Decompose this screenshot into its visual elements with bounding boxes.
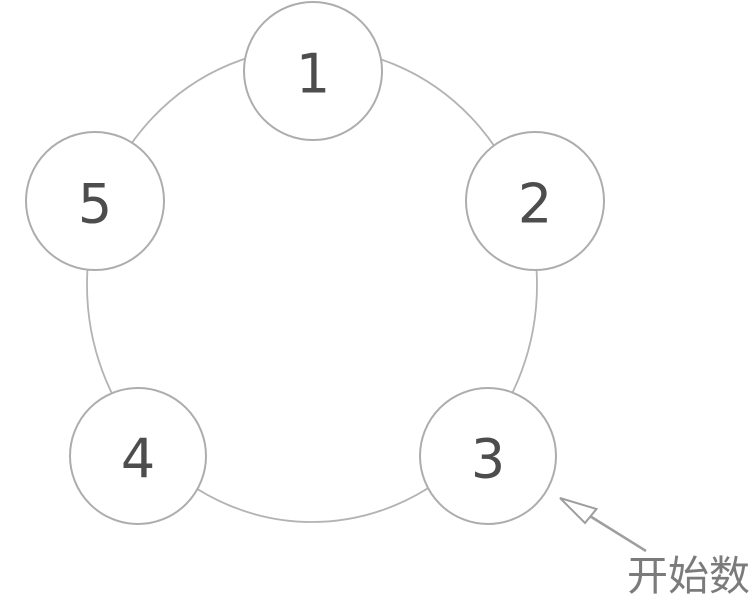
node-4: 4 xyxy=(69,387,207,525)
node-3: 3 xyxy=(419,387,557,525)
node-4-circle xyxy=(69,387,207,525)
node-1: 1 xyxy=(243,1,383,141)
node-2: 2 xyxy=(465,131,605,271)
node-4-number: 4 xyxy=(121,428,155,491)
arrow-shaft xyxy=(588,514,647,553)
node-5-number: 5 xyxy=(78,173,112,236)
node-1-number: 1 xyxy=(296,43,330,106)
node-2-circle xyxy=(465,131,605,271)
node-5-circle xyxy=(25,131,165,271)
node-2-number: 2 xyxy=(518,173,552,236)
node-3-number: 3 xyxy=(471,428,505,491)
start-pointer-arrow xyxy=(559,497,647,553)
node-5: 5 xyxy=(25,131,165,271)
annotation-start-count-label: 开始数 xyxy=(627,552,750,600)
arrowhead-icon xyxy=(559,497,599,525)
node-3-circle xyxy=(419,387,557,525)
node-1-circle xyxy=(243,1,383,141)
